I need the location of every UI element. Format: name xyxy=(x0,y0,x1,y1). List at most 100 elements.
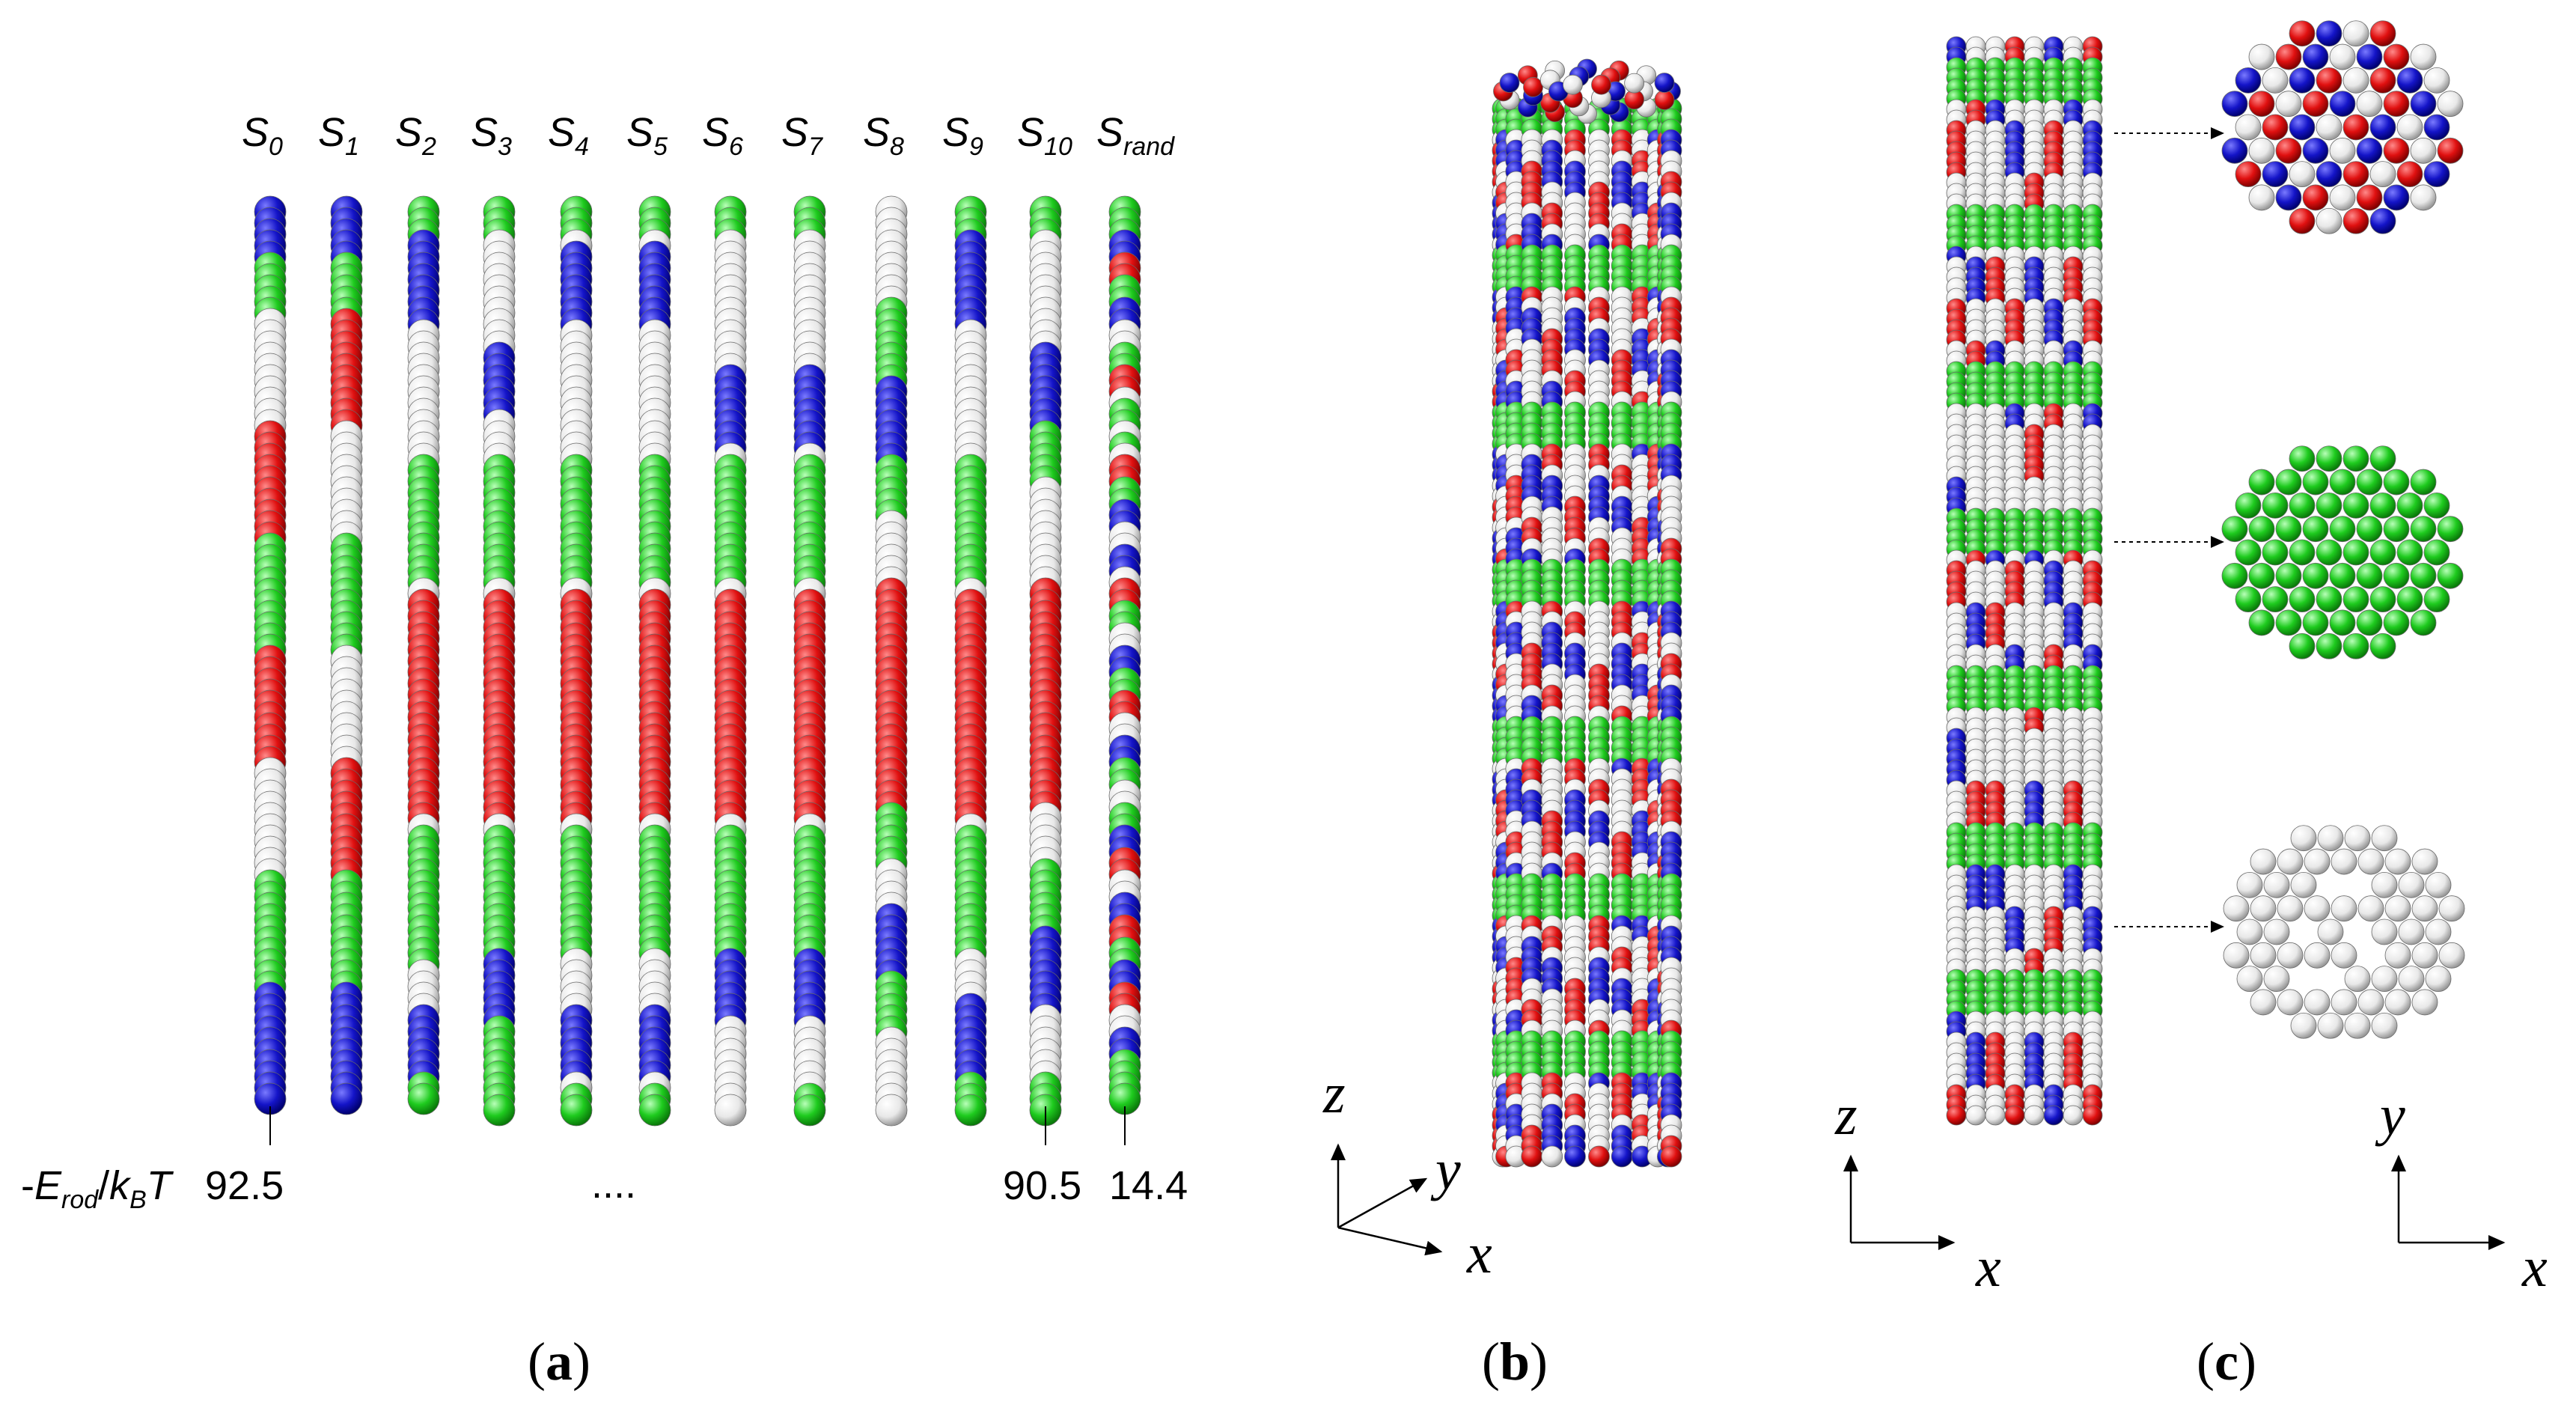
bead xyxy=(2423,67,2450,94)
bead xyxy=(2277,895,2304,922)
sequence-label-9: S9 xyxy=(942,110,983,161)
bead xyxy=(2369,161,2396,188)
bead xyxy=(2331,895,2357,922)
bead xyxy=(2236,966,2263,993)
bead xyxy=(2371,871,2398,898)
axis-top-y-label: y xyxy=(2375,1084,2405,1147)
bead xyxy=(2275,91,2302,118)
bead xyxy=(2329,469,2356,496)
cylinder-column xyxy=(1588,97,1610,1168)
cross-sections xyxy=(2221,20,2465,1039)
bead xyxy=(2316,161,2342,188)
bead xyxy=(2290,871,2317,898)
bead xyxy=(2437,562,2464,589)
bead xyxy=(2331,942,2357,969)
bead xyxy=(1588,1145,1610,1168)
bead xyxy=(2423,539,2450,566)
bead xyxy=(1563,74,1583,95)
bead xyxy=(2329,91,2356,118)
bead xyxy=(2262,161,2289,188)
bead xyxy=(1965,1105,1986,1126)
bead xyxy=(2369,20,2396,47)
energy-tick-lines xyxy=(269,1106,1126,1145)
bead xyxy=(2369,539,2396,566)
energy-value-s10: 90.5 xyxy=(1003,1163,1081,1208)
bead xyxy=(2410,184,2437,211)
bead xyxy=(2369,492,2396,519)
bead xyxy=(2043,1105,2064,1126)
bead xyxy=(2329,516,2356,543)
bead xyxy=(2396,492,2423,519)
sequence-label-1: S1 xyxy=(318,110,359,161)
bead xyxy=(2396,114,2423,141)
bead xyxy=(330,1082,363,1115)
bead xyxy=(2082,1105,2103,1126)
bead xyxy=(2275,469,2302,496)
bead xyxy=(2425,966,2452,993)
bead xyxy=(2344,1012,2371,1039)
sequence-label-3: S3 xyxy=(471,110,512,161)
bead xyxy=(2289,492,2316,519)
bead xyxy=(2425,871,2452,898)
axis-y-label: y xyxy=(1430,1139,1461,1201)
bead xyxy=(2250,989,2277,1016)
bead xyxy=(407,1082,440,1115)
side-rod xyxy=(2082,36,2103,1126)
caption-a: (a) xyxy=(528,1332,590,1392)
bead xyxy=(2357,989,2384,1016)
chain-3 xyxy=(483,195,516,1127)
bead xyxy=(2304,942,2331,969)
bead xyxy=(2329,184,2356,211)
bead xyxy=(2369,67,2396,94)
bead xyxy=(714,1094,747,1127)
sequence-label-2: S2 xyxy=(395,110,436,161)
bead xyxy=(793,1094,826,1127)
bead xyxy=(2290,825,2317,852)
sequence-label-10: S10 xyxy=(1017,110,1072,161)
energy-label: -Erod/kBT xyxy=(21,1163,174,1214)
chain-9 xyxy=(954,195,987,1127)
bead xyxy=(2437,516,2464,543)
bead xyxy=(2290,1012,2317,1039)
bead xyxy=(2275,562,2302,589)
bead xyxy=(2262,114,2289,141)
bead xyxy=(1654,90,1675,110)
bead xyxy=(2250,848,2277,875)
bead xyxy=(2342,633,2369,659)
bead xyxy=(2317,825,2344,852)
bead xyxy=(2423,161,2450,188)
bead xyxy=(2248,609,2275,636)
bead xyxy=(2289,20,2316,47)
bead xyxy=(2316,492,2342,519)
bead xyxy=(2384,895,2411,922)
bead xyxy=(2317,918,2344,945)
bead xyxy=(2329,137,2356,164)
axis-z-label: z xyxy=(1322,1062,1346,1125)
caption-b: (b) xyxy=(1482,1332,1548,1392)
cylinder-column xyxy=(1541,97,1563,1168)
bead xyxy=(954,1094,987,1127)
panel-c-side-and-sections: z x y x (c) xyxy=(1834,20,2548,1392)
bead xyxy=(2398,918,2425,945)
side-rod xyxy=(2004,36,2025,1126)
bead xyxy=(2342,445,2369,472)
bead xyxy=(2371,1012,2398,1039)
side-view-rods xyxy=(1946,36,2103,1126)
bead xyxy=(2331,848,2357,875)
bead xyxy=(2342,586,2369,613)
bead xyxy=(2356,184,2383,211)
bead xyxy=(875,1094,908,1127)
bead xyxy=(2329,609,2356,636)
bead xyxy=(2235,161,2262,188)
side-rod xyxy=(2043,36,2064,1126)
energy-value-s0: 92.5 xyxy=(205,1163,284,1208)
bead xyxy=(2396,586,2423,613)
bead xyxy=(2248,469,2275,496)
chain-4 xyxy=(560,195,593,1127)
bead xyxy=(2342,207,2369,234)
bead xyxy=(2383,91,2410,118)
bead xyxy=(2356,609,2383,636)
cylinder-column xyxy=(1564,97,1586,1168)
chain-10 xyxy=(1029,195,1062,1127)
